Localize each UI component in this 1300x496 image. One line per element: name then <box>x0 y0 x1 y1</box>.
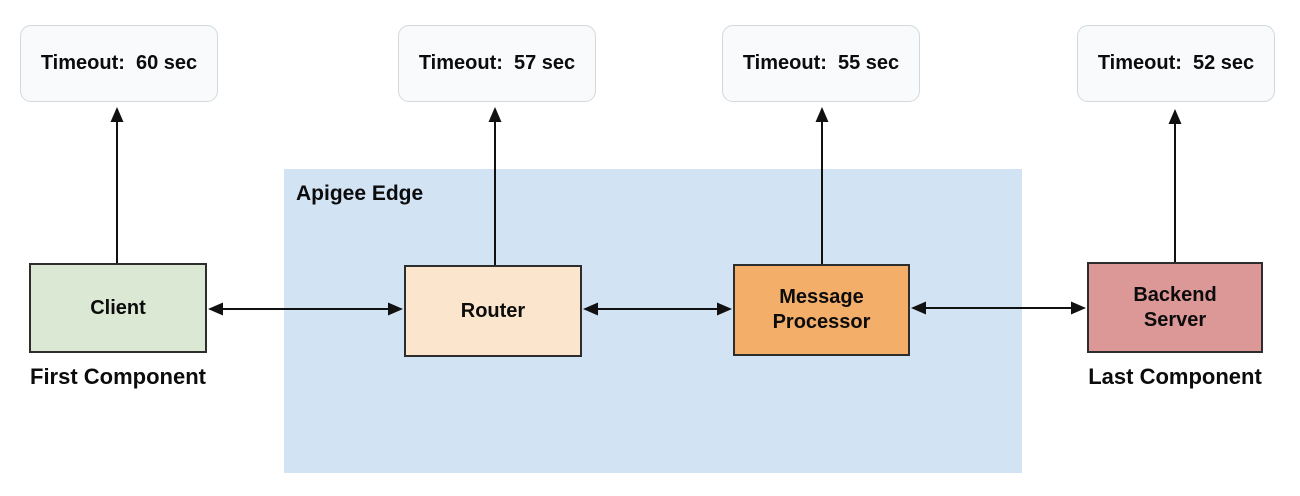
first-component-caption: First Component <box>30 364 206 389</box>
router-node-label: Router <box>460 299 526 322</box>
client-node-label: Client <box>90 296 146 319</box>
message-processor-node-label: Message Processor <box>772 286 871 333</box>
backend-server-node-label: Backend Server <box>1133 283 1217 331</box>
timeout-box-message-processor: Timeout: 55 sec <box>722 25 920 102</box>
timeout-label-router: Timeout: 57 sec <box>418 52 576 74</box>
apigee-edge-label: Apigee Edge <box>296 182 424 205</box>
timeout-box-backend-server: Timeout: 52 sec <box>1077 25 1275 102</box>
router-node: Router <box>404 265 582 357</box>
message-processor-node: Message Processor <box>733 264 910 356</box>
timeout-label-client: Timeout: 60 sec <box>40 52 198 74</box>
timeout-label-backend-server: Timeout: 52 sec <box>1097 52 1255 74</box>
backend-server-node: Backend Server <box>1087 262 1263 353</box>
client-node: Client <box>29 263 207 353</box>
last-component-caption: Last Component <box>1088 364 1262 389</box>
apigee-edge-group: Apigee Edge <box>284 169 1022 473</box>
timeout-box-client: Timeout: 60 sec <box>20 25 218 102</box>
timeout-box-router: Timeout: 57 sec <box>398 25 596 102</box>
timeout-label-message-processor: Timeout: 55 sec <box>742 52 900 74</box>
